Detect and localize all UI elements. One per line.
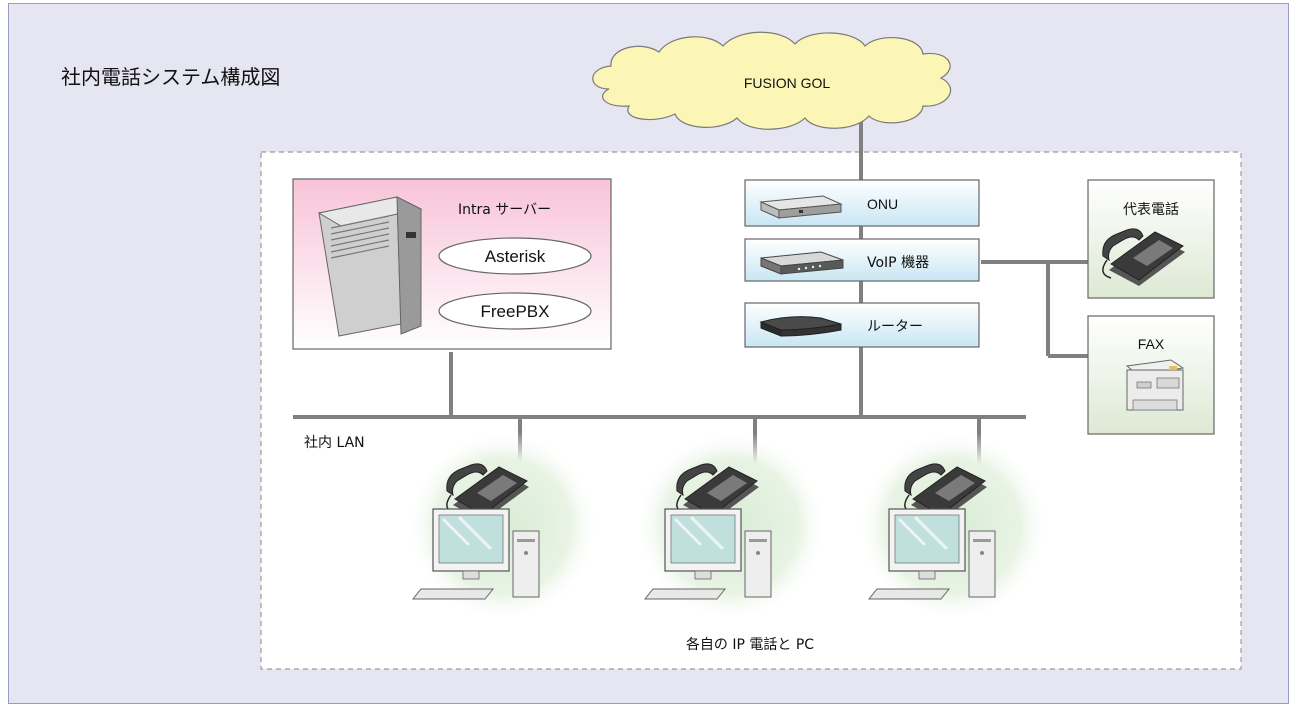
onu-icon (759, 195, 843, 219)
lan-label: 社内 LAN (304, 435, 365, 451)
server-label: Intra サーバー (458, 202, 551, 218)
voip-label: VoIP 機器 (867, 255, 929, 271)
main-phone: 代表電話 (1087, 179, 1215, 299)
onu-device: ONU (744, 179, 980, 227)
router-label: ルーター (867, 319, 923, 335)
fax-icon (1125, 359, 1185, 411)
fax-label: FAX (1138, 336, 1165, 352)
intra-server: Intra サーバー Asterisk FreePBX (292, 178, 612, 350)
client-1 (407, 430, 599, 622)
client-2 (635, 430, 827, 622)
router-icon (759, 316, 842, 337)
client-3 (857, 430, 1049, 622)
clients-caption: 各自の IP 電話と PC (686, 636, 814, 653)
cloud-label: FUSION GOL (744, 75, 831, 91)
software-asterisk: Asterisk (485, 247, 546, 266)
software-freepbx: FreePBX (481, 302, 550, 321)
fax-machine: FAX (1087, 315, 1215, 435)
voip-icon (760, 251, 844, 275)
main-phone-label: 代表電話 (1123, 201, 1179, 218)
diagram-frame: 社内電話システム構成図 FUSION GOL Intra サーバー (8, 3, 1289, 704)
voip-device: VoIP 機器 (744, 238, 980, 282)
onu-label: ONU (867, 196, 898, 212)
internet-cloud: FUSION GOL (592, 31, 952, 130)
diagram-title: 社内電話システム構成図 (61, 65, 280, 89)
router-device: ルーター (744, 302, 980, 348)
system-diagram: 社内電話システム構成図 FUSION GOL Intra サーバー (61, 31, 1242, 670)
